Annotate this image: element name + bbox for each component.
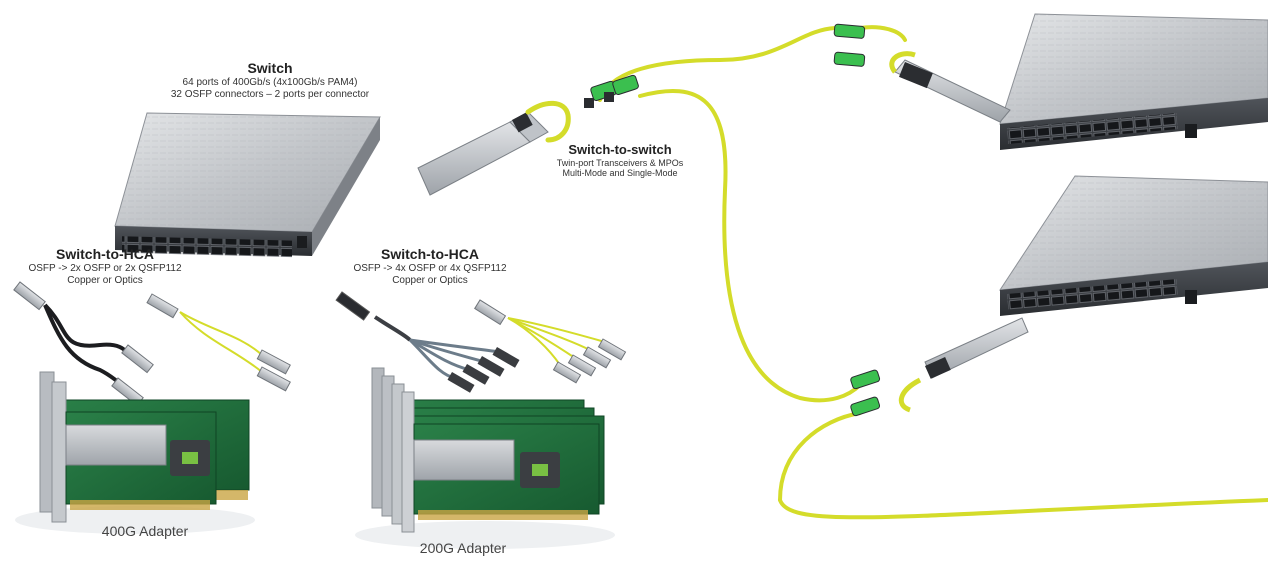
- switch-to-switch-line1: Twin-port Transceivers & MPOs: [556, 157, 684, 168]
- switch-to-switch-line2: Multi-Mode and Single-Mode: [562, 168, 678, 179]
- adapter-200g: [355, 367, 615, 549]
- twin-port-transceiver: [417, 74, 639, 196]
- adapter-200g-label: 200G Adapter: [419, 540, 507, 556]
- hca-400g-title: Switch-to-HCA: [56, 246, 154, 262]
- hca-400g-line1: OSFP -> 2x OSFP or 2x QSFP112: [28, 262, 182, 274]
- switch-connectors-line: 32 OSFP connectors – 2 ports per connect…: [170, 88, 370, 100]
- remote-switch-top: [999, 13, 1268, 150]
- adapter-400g: [15, 371, 255, 534]
- remote-switch-bottom: [999, 175, 1268, 316]
- switch-to-switch-title: Switch-to-switch: [568, 142, 672, 157]
- remote-transceiver-bottom: [850, 317, 1029, 417]
- adapter-400g-label: 400G Adapter: [101, 523, 189, 539]
- hca-200g-caption: Switch-to-HCA OSFP -> 4x OSFP or 4x QSFP…: [330, 246, 530, 287]
- switch-to-switch-caption: Switch-to-switch Twin-port Transceivers …: [535, 142, 705, 179]
- switch-ports-line: 64 ports of 400Gb/s (4x100Gb/s PAM4): [182, 76, 358, 88]
- hca-200g-line1: OSFP -> 4x OSFP or 4x QSFP112: [353, 262, 507, 274]
- main-switch: [114, 112, 381, 258]
- copper-splitter-cable-2x: [13, 281, 154, 407]
- optical-splitter-cable-4x: [474, 299, 627, 384]
- hca-200g-line2: Copper or Optics: [392, 274, 468, 286]
- remote-transceiver-top: [833, 23, 1011, 123]
- optical-splitter-cable-2x: [146, 293, 291, 392]
- fiber-cables: [598, 25, 1268, 520]
- copper-splitter-cable-4x: [335, 291, 520, 393]
- hca-400g-line2: Copper or Optics: [67, 274, 143, 286]
- hca-200g-title: Switch-to-HCA: [381, 246, 479, 262]
- hca-400g-caption: Switch-to-HCA OSFP -> 2x OSFP or 2x QSFP…: [5, 246, 205, 287]
- switch-title: Switch: [247, 60, 293, 76]
- switch-caption: Switch 64 ports of 400Gb/s (4x100Gb/s PA…: [135, 60, 405, 101]
